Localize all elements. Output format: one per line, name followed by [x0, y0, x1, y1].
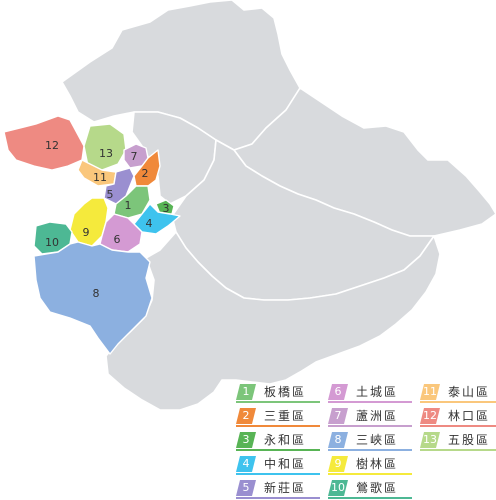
district-11	[77, 159, 117, 187]
legend-number: 4	[236, 456, 256, 472]
legend-label: 中和區	[264, 457, 307, 471]
legend-underline	[420, 425, 496, 427]
legend-number: 3	[236, 432, 256, 448]
legend-label: 三峽區	[356, 433, 399, 447]
legend-underline	[328, 497, 412, 499]
legend-item: 4 中和區	[236, 454, 320, 475]
legend-number: 5	[236, 480, 256, 496]
district-label-13: 13	[99, 147, 113, 160]
legend-underline	[328, 401, 412, 403]
legend-underline	[328, 473, 412, 475]
district-label-7: 7	[131, 150, 138, 163]
legend-underline	[236, 449, 320, 451]
legend-number: 2	[236, 408, 256, 424]
district-label-10: 10	[45, 236, 59, 249]
map-region-south	[105, 231, 441, 411]
legend-underline	[420, 449, 496, 451]
legend-number: 11	[420, 384, 440, 400]
district-label-9: 9	[83, 226, 90, 239]
district-label-8: 8	[93, 287, 100, 300]
legend-label: 泰山區	[448, 385, 491, 399]
legend-underline	[328, 449, 412, 451]
legend-number: 13	[420, 432, 440, 448]
legend-label: 三重區	[264, 409, 307, 423]
legend-underline	[236, 497, 320, 499]
district-label-11: 11	[93, 171, 107, 184]
legend-number: 1	[236, 384, 256, 400]
legend-item: 6 土城區	[328, 382, 412, 403]
district-13	[83, 123, 127, 171]
legend-item: 10 鶯歌區	[328, 478, 412, 499]
district-12	[3, 115, 85, 171]
legend-item: 3 永和區	[236, 430, 320, 451]
legend-item: 1 板橋區	[236, 382, 320, 403]
legend-underline	[420, 401, 496, 403]
legend-item: 8 三峽區	[328, 430, 412, 451]
legend-label: 永和區	[264, 433, 307, 447]
district-label-2: 2	[142, 167, 149, 180]
district-label-1: 1	[125, 199, 132, 212]
legend-item: 13 五股區	[420, 430, 496, 451]
legend-label: 板橋區	[264, 385, 307, 399]
district-8	[33, 241, 153, 355]
district-6	[99, 213, 143, 253]
legend-item: 2 三重區	[236, 406, 320, 427]
legend-label: 鶯歌區	[356, 481, 399, 495]
district-label-12: 12	[45, 139, 59, 152]
legend-number: 10	[328, 480, 348, 496]
legend-underline	[236, 425, 320, 427]
district-label-4: 4	[146, 217, 153, 230]
legend-number: 7	[328, 408, 348, 424]
legend-underline	[236, 473, 320, 475]
legend-underline	[328, 425, 412, 427]
legend-item: 9 樹林區	[328, 454, 412, 475]
district-label-3: 3	[163, 202, 170, 215]
legend-label: 土城區	[356, 385, 399, 399]
legend-number: 8	[328, 432, 348, 448]
legend-item: 5 新莊區	[236, 478, 320, 499]
legend-number: 9	[328, 456, 348, 472]
legend-number: 12	[420, 408, 440, 424]
legend-label: 蘆洲區	[356, 409, 399, 423]
legend-underline	[236, 401, 320, 403]
legend-item: 12 林口區	[420, 406, 496, 427]
legend-label: 林口區	[448, 409, 491, 423]
legend-label: 新莊區	[264, 481, 307, 495]
legend-item: 7 蘆洲區	[328, 406, 412, 427]
legend-item: 11 泰山區	[420, 382, 496, 403]
legend-label: 五股區	[448, 433, 491, 447]
district-label-6: 6	[114, 233, 121, 246]
district-label-5: 5	[107, 188, 114, 201]
legend-number: 6	[328, 384, 348, 400]
district-2	[133, 149, 161, 187]
legend-label: 樹林區	[356, 457, 399, 471]
map-region-north	[61, 0, 301, 151]
